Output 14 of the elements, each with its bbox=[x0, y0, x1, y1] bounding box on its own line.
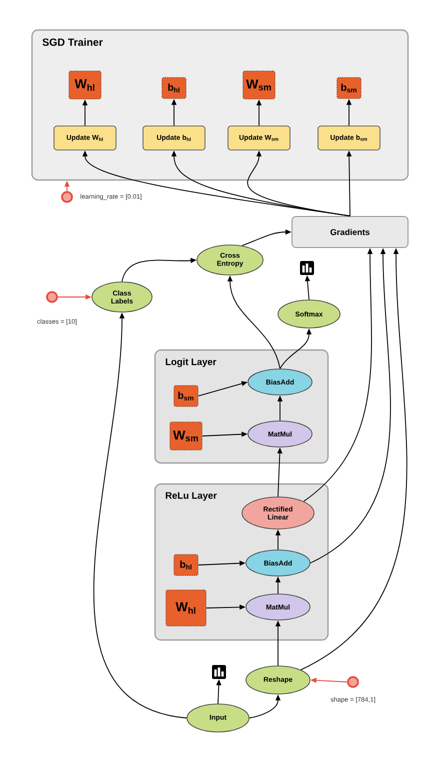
variable-box: W$_{hl}$ bbox=[166, 590, 206, 626]
variable-box: W$_{hl}$ bbox=[68, 70, 102, 100]
variable-box: b$_{hl}$ bbox=[162, 77, 186, 99]
panel-title: SGD Trainer bbox=[42, 38, 103, 46]
bar-chart-icon bbox=[300, 261, 314, 275]
panel-title: Logit Layer bbox=[166, 358, 216, 368]
variable-box: b$_{sm}$ bbox=[336, 77, 362, 99]
variable-box: W$_{sm}$ bbox=[242, 70, 276, 100]
panel-title: ReLu Layer bbox=[166, 492, 217, 501]
bar-chart-icon bbox=[212, 665, 226, 679]
variable-box: b$_{hl}$ bbox=[174, 554, 198, 576]
variable-box: W$_{sm}$ bbox=[170, 422, 202, 450]
gradients-box: Gradients bbox=[292, 216, 408, 248]
variable-box: b$_{sm}$ bbox=[174, 385, 198, 407]
